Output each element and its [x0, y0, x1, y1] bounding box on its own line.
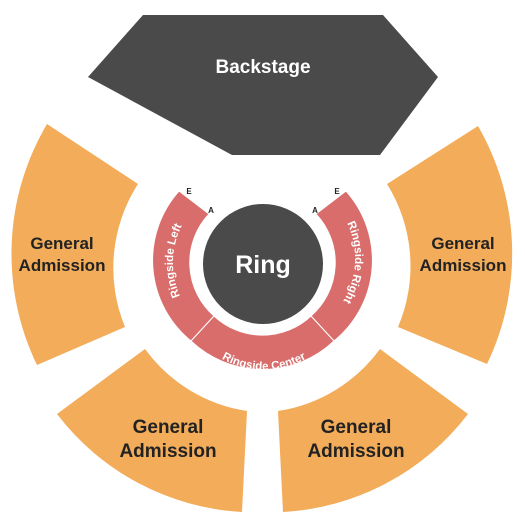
general-admission-bottom-right-label-line1: General: [321, 417, 392, 438]
general-admission-bottom-left-section[interactable]: [57, 349, 247, 512]
row-label-right-inner: A: [312, 206, 318, 215]
general-admission-right-section[interactable]: [387, 126, 513, 364]
general-admission-left-label-line1: General: [30, 234, 93, 253]
general-admission-left-section[interactable]: [11, 124, 138, 365]
row-label-left-inner: A: [208, 206, 214, 215]
general-admission-right-label-line1: General: [431, 234, 494, 253]
general-admission-bottom-left-label-line1: General: [133, 417, 204, 438]
general-admission-left-label-line2: Admission: [19, 256, 106, 275]
backstage-label: Backstage: [215, 57, 310, 78]
ring-stage: [203, 204, 323, 324]
ring-label: Ring: [235, 251, 291, 279]
backstage-section[interactable]: [88, 15, 438, 155]
row-label-left-outer: E: [186, 187, 192, 196]
general-admission-right-label-line2: Admission: [420, 256, 507, 275]
row-label-right-outer: E: [334, 187, 340, 196]
general-admission-bottom-right-section[interactable]: [278, 349, 468, 512]
general-admission-bottom-right-label-line2: Admission: [307, 441, 404, 462]
ringside-center-section[interactable]: [190, 315, 335, 370]
general-admission-bottom-left-label-line2: Admission: [119, 441, 216, 462]
